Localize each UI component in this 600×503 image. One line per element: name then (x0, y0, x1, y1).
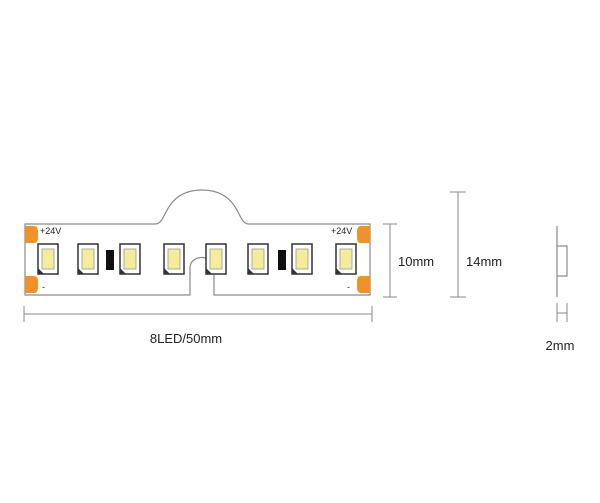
pad-top-right (357, 226, 370, 243)
plus-label-right: +24V (331, 226, 352, 236)
plus-label-left: +24V (40, 226, 61, 236)
led-chip (163, 243, 185, 275)
thickness-label: 2mm (546, 338, 575, 353)
side-profile (556, 226, 568, 297)
led-chip (335, 243, 357, 275)
led-chip (77, 243, 99, 275)
led-chip (119, 243, 141, 275)
pad-top-left (25, 226, 38, 243)
led-chip (37, 243, 59, 275)
width-total-label: 14mm (466, 254, 502, 269)
pad-bottom-left (25, 276, 38, 293)
pad-bottom-right (357, 276, 370, 293)
strip-outline (24, 189, 371, 296)
width-strip-label: 10mm (398, 254, 434, 269)
resistor (106, 250, 114, 270)
length-label: 8LED/50mm (150, 331, 222, 346)
led-chip (291, 243, 313, 275)
led-chip (205, 243, 227, 275)
minus-label-right: - (347, 282, 350, 292)
led-chip (247, 243, 269, 275)
resistor (278, 250, 286, 270)
minus-label-left: - (42, 282, 45, 292)
